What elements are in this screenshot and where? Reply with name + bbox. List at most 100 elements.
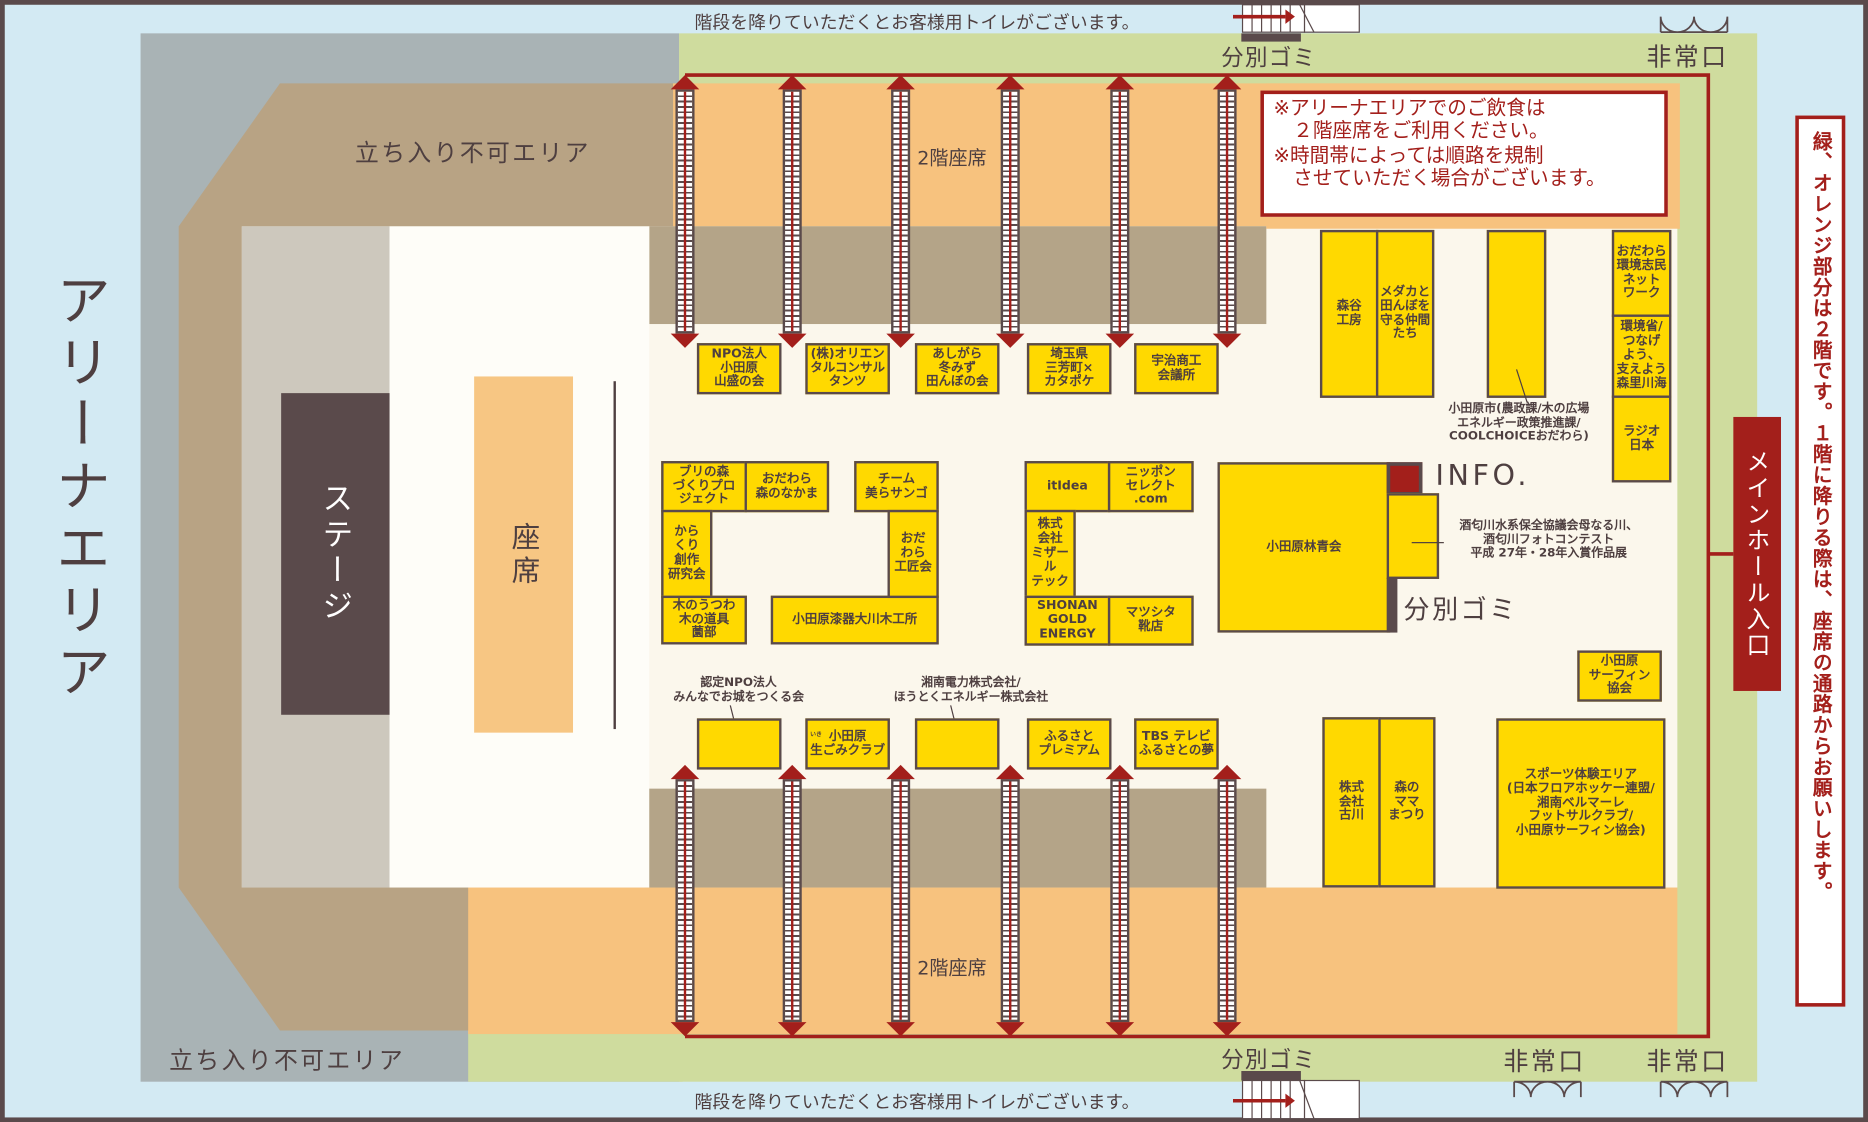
arrow-down-icon [670, 333, 700, 348]
npo-castle-callout: 認定NPO法人 みんなでお城をつくる会 [673, 676, 805, 704]
arrow-up-icon [1105, 75, 1135, 90]
main-hall-entrance[interactable]: メインホール入口 [1733, 416, 1781, 691]
booth[interactable]: ラジオ 日本 [1611, 395, 1672, 483]
second-floor-label-top: 2階座席 [917, 146, 987, 170]
notice-line-2: ※時間帯によっては順路を規制 させていただく場合がございます。 [1273, 144, 1606, 190]
arrow-up-icon [886, 764, 915, 780]
booth[interactable]: SHONAN GOLD ENERGY [1024, 595, 1111, 646]
stair-aisle [1110, 89, 1130, 334]
trash-label-info: 分別ゴミ [1403, 595, 1518, 626]
booth[interactable]: から くり 創作 研究会 [661, 509, 713, 599]
stair-aisle [1000, 89, 1020, 334]
booth[interactable]: 小田原 生ごみクラブ [805, 718, 890, 770]
booth[interactable]: おだ わら 工匠会 [887, 509, 939, 599]
booth[interactable]: 森谷 工房 [1319, 229, 1379, 398]
arrow-up-icon [995, 75, 1025, 90]
stair-aisle [782, 779, 802, 1023]
shonan-power-callout: 湘南電力株式会社/ ほうとくエネルギー株式会社 [893, 676, 1049, 704]
booth[interactable]: ブリの森 づくりプロ ジェクト [661, 461, 747, 513]
npo-castle-booth[interactable] [696, 718, 782, 770]
info-label: INFO. [1435, 458, 1531, 493]
stair-aisle [675, 89, 695, 334]
info-desk[interactable] [1386, 462, 1423, 496]
arrow-up-icon [670, 75, 700, 90]
arrow-down-icon [995, 1022, 1025, 1037]
booth[interactable]: 宇治商工 会議所 [1134, 343, 1219, 395]
stair-aisle [1000, 779, 1020, 1023]
emergency-exit-label-bottom-1: 非常口 [1503, 1047, 1586, 1076]
trash-label-top: 分別ゴミ [1221, 45, 1317, 72]
arrow-down-icon [886, 1022, 915, 1037]
arrow-up-icon [670, 764, 700, 780]
booth[interactable]: 木のうつわ 木の道具 薗部 [661, 595, 747, 645]
arrow-down-icon [1105, 1022, 1135, 1037]
arrow-down-icon [886, 333, 915, 348]
seats-label: 座席 [506, 521, 540, 588]
arrow-up-icon [1212, 764, 1242, 780]
booth[interactable]: 株式 会社 ミザール テック [1024, 509, 1076, 599]
arrow-up-icon [1105, 764, 1135, 780]
booth[interactable]: 小田原 サーフィン 協会 [1577, 650, 1662, 702]
seating-block: 座席 [474, 376, 574, 733]
booth[interactable]: あしがら 冬みず 田んぼの会 [914, 343, 1000, 395]
floor-note-text: 緑、オレンジ部分は２階です。１階に降りる際は、座席の通路からお願いします。 [1809, 131, 1833, 903]
emergency-exit-label-bottom-2: 非常口 [1646, 1047, 1729, 1076]
stair-aisle [782, 89, 802, 334]
callout-line [1515, 369, 1528, 403]
booth[interactable]: おだわら 森のなかま [744, 461, 830, 513]
toilet-note-bottom: 階段を降りていただくとお客様用トイレがございます。 [694, 1091, 1140, 1113]
booth[interactable]: おだわら 環境志民 ネット ワーク [1611, 229, 1672, 317]
booth[interactable]: TBS テレビ ふるさとの夢 [1134, 718, 1219, 770]
booth[interactable]: チーム 美らサンゴ [854, 461, 939, 513]
arrow-up-icon [777, 75, 807, 90]
trash-label-bottom: 分別ゴミ [1221, 1047, 1317, 1074]
stair-aisle [1217, 779, 1237, 1023]
seat-band-top-overlay [649, 226, 1267, 325]
booth[interactable]: 小田原林青会 [1217, 462, 1391, 633]
booth[interactable]: 小田原漆器大川木工所 [770, 595, 939, 645]
stairs-down-icon-bottom[interactable] [1232, 1070, 1364, 1119]
arrow-down-icon [777, 1022, 807, 1037]
stair-aisle [891, 779, 911, 1023]
arrow-down-icon [1212, 1022, 1242, 1037]
emergency-exit-label-top: 非常口 [1646, 42, 1729, 72]
booth[interactable]: スポーツ体験エリア (日本フロアホッケー連盟/ 湘南ベルマーレ フットサルクラブ… [1496, 718, 1666, 889]
photo-exhibit-booth[interactable] [1386, 493, 1440, 579]
arena-area-label: アリーナエリア [47, 271, 112, 706]
arrow-up-icon [1212, 75, 1242, 90]
divider-line [613, 381, 616, 730]
floor-note: 緑、オレンジ部分は２階です。１階に降りる際は、座席の通路からお願いします。 [1795, 115, 1846, 1007]
arrow-down-icon [1105, 333, 1135, 348]
stair-aisle [675, 779, 695, 1023]
booth[interactable]: 株式 会社 古川 [1322, 717, 1381, 888]
booth[interactable]: 環境省/ つなげ よう、 支えよう 森里川海 [1611, 314, 1672, 398]
booth[interactable]: itIdea [1024, 461, 1111, 513]
booth[interactable]: ニッポン セレクト .com [1107, 461, 1194, 513]
river-exhibit-callout: 酒匂川水系保全協議会母なる川、 酒匂川フォトコンテスト 平成 27年・28年入賞… [1459, 519, 1639, 560]
notice-line-1: ※アリーナエリアでのご飲食は ２階座席をご利用ください。 [1273, 96, 1549, 142]
toilet-note-top: 階段を降りていただくとお客様用トイレがございます。 [694, 11, 1140, 34]
stair-aisle [891, 89, 911, 334]
booth[interactable]: ふるさと プレミアム [1026, 718, 1112, 770]
shonan-power-booth[interactable] [914, 718, 1000, 770]
seat-band-bottom [644, 788, 1267, 888]
stair-aisle [1217, 89, 1237, 334]
arrow-up-icon [777, 764, 807, 780]
booth[interactable]: NPO法人 小田原 山盛の会 [696, 343, 782, 395]
stairs-down-icon-top[interactable] [1232, 4, 1364, 42]
second-floor-label-bottom: 2階座席 [917, 956, 987, 980]
arrow-down-icon [995, 333, 1025, 348]
trash-bin [1386, 577, 1398, 633]
booth[interactable]: 埼玉県 三芳町× カタポケ [1026, 343, 1112, 395]
stage-label: ステージ [316, 482, 353, 626]
no-entry-label-top: 立ち入り不可エリア [355, 138, 591, 167]
booth[interactable]: (株)オリエン タルコンサル タンツ [805, 343, 890, 395]
booth[interactable]: メダカと 田んぼを 守る仲間 たち [1375, 229, 1435, 398]
booth[interactable]: 森の ママ まつり [1378, 717, 1436, 888]
arrow-down-icon [1212, 333, 1242, 348]
stage: ステージ [281, 393, 390, 715]
city-callout: 小田原市(農政課/木の広場 エネルギー政策推進課/ COOLCHOICEおだわら… [1448, 402, 1590, 444]
door-icon [1659, 16, 1729, 34]
booth[interactable]: マツシタ 靴店 [1107, 595, 1194, 646]
